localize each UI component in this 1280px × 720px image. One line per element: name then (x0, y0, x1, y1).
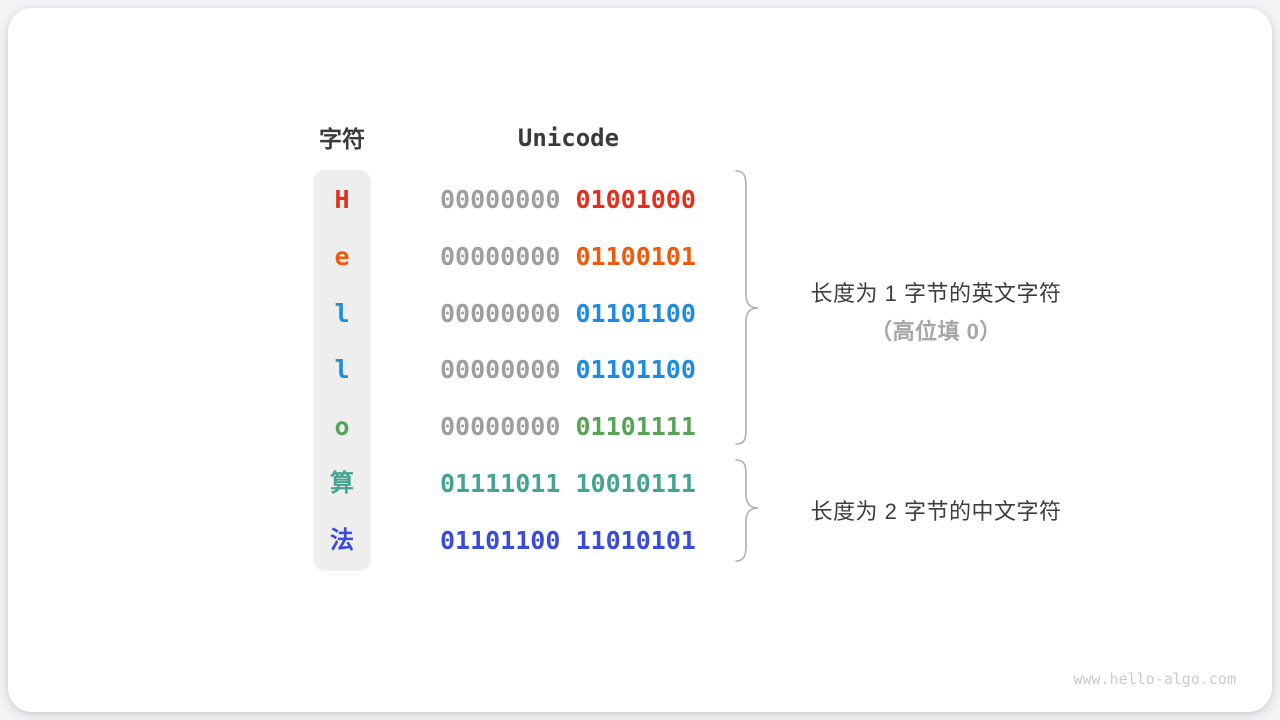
character-cell: o (334, 412, 350, 442)
binary-byte-low: 11010101 (575, 525, 696, 555)
character-cell: 法 (330, 526, 354, 554)
unicode-binary-cell: 00000000 01001000 (440, 183, 696, 217)
character-cell: l (334, 355, 350, 385)
binary-byte-high: 00000000 (440, 241, 561, 271)
char-column-background (313, 170, 371, 571)
unicode-binary-cell: 01111011 10010111 (440, 467, 696, 501)
character-cell: l (334, 298, 350, 328)
binary-byte-gap (560, 355, 575, 384)
binary-byte-high: 01111011 (440, 469, 561, 498)
binary-byte-low: 01001000 (575, 185, 696, 214)
binary-byte-gap (560, 412, 575, 441)
unicode-column-header: Unicode (517, 124, 620, 152)
binary-byte-high: 01101100 (440, 525, 561, 555)
binary-byte-high: 00000000 (440, 185, 561, 214)
binary-byte-gap (560, 469, 575, 498)
character-cell: H (334, 185, 350, 214)
brace-group-english (735, 170, 759, 562)
binary-byte-gap (560, 185, 575, 214)
binary-byte-low: 01101100 (575, 298, 696, 328)
binary-byte-low: 01101100 (575, 355, 696, 385)
binary-byte-gap (560, 299, 575, 328)
annotation-english-chars: 长度为 1 字节的英文字符 (810, 281, 1062, 306)
binary-byte-high: 00000000 (440, 355, 561, 385)
binary-byte-low: 01100101 (575, 241, 696, 271)
binary-byte-gap (560, 242, 575, 271)
watermark-url: www.hello-algo.com (1073, 670, 1236, 688)
character-cell: 算 (330, 470, 354, 497)
character-cell: e (334, 241, 350, 271)
unicode-binary-cell: 00000000 01101111 (440, 410, 696, 444)
unicode-binary-cell: 00000000 01101100 (440, 297, 696, 331)
unicode-binary-cell: 00000000 01101100 (440, 353, 696, 387)
char-column-header: 字符 (319, 126, 365, 152)
binary-byte-high: 00000000 (440, 298, 561, 328)
binary-byte-low: 01101111 (575, 412, 696, 442)
unicode-binary-cell: 01101100 11010101 (440, 524, 696, 558)
annotation-chinese-chars: 长度为 2 字节的中文字符 (810, 499, 1062, 524)
unicode-binary-cell: 00000000 01100101 (440, 240, 696, 274)
binary-byte-gap (560, 526, 575, 555)
annotation-high-bits-zero: （高位填 0） (870, 319, 1002, 344)
binary-byte-high: 00000000 (440, 412, 561, 442)
diagram-card: 字符 Unicode H 00000000 01001000 e 0000000… (8, 8, 1272, 712)
binary-byte-low: 10010111 (575, 469, 696, 498)
